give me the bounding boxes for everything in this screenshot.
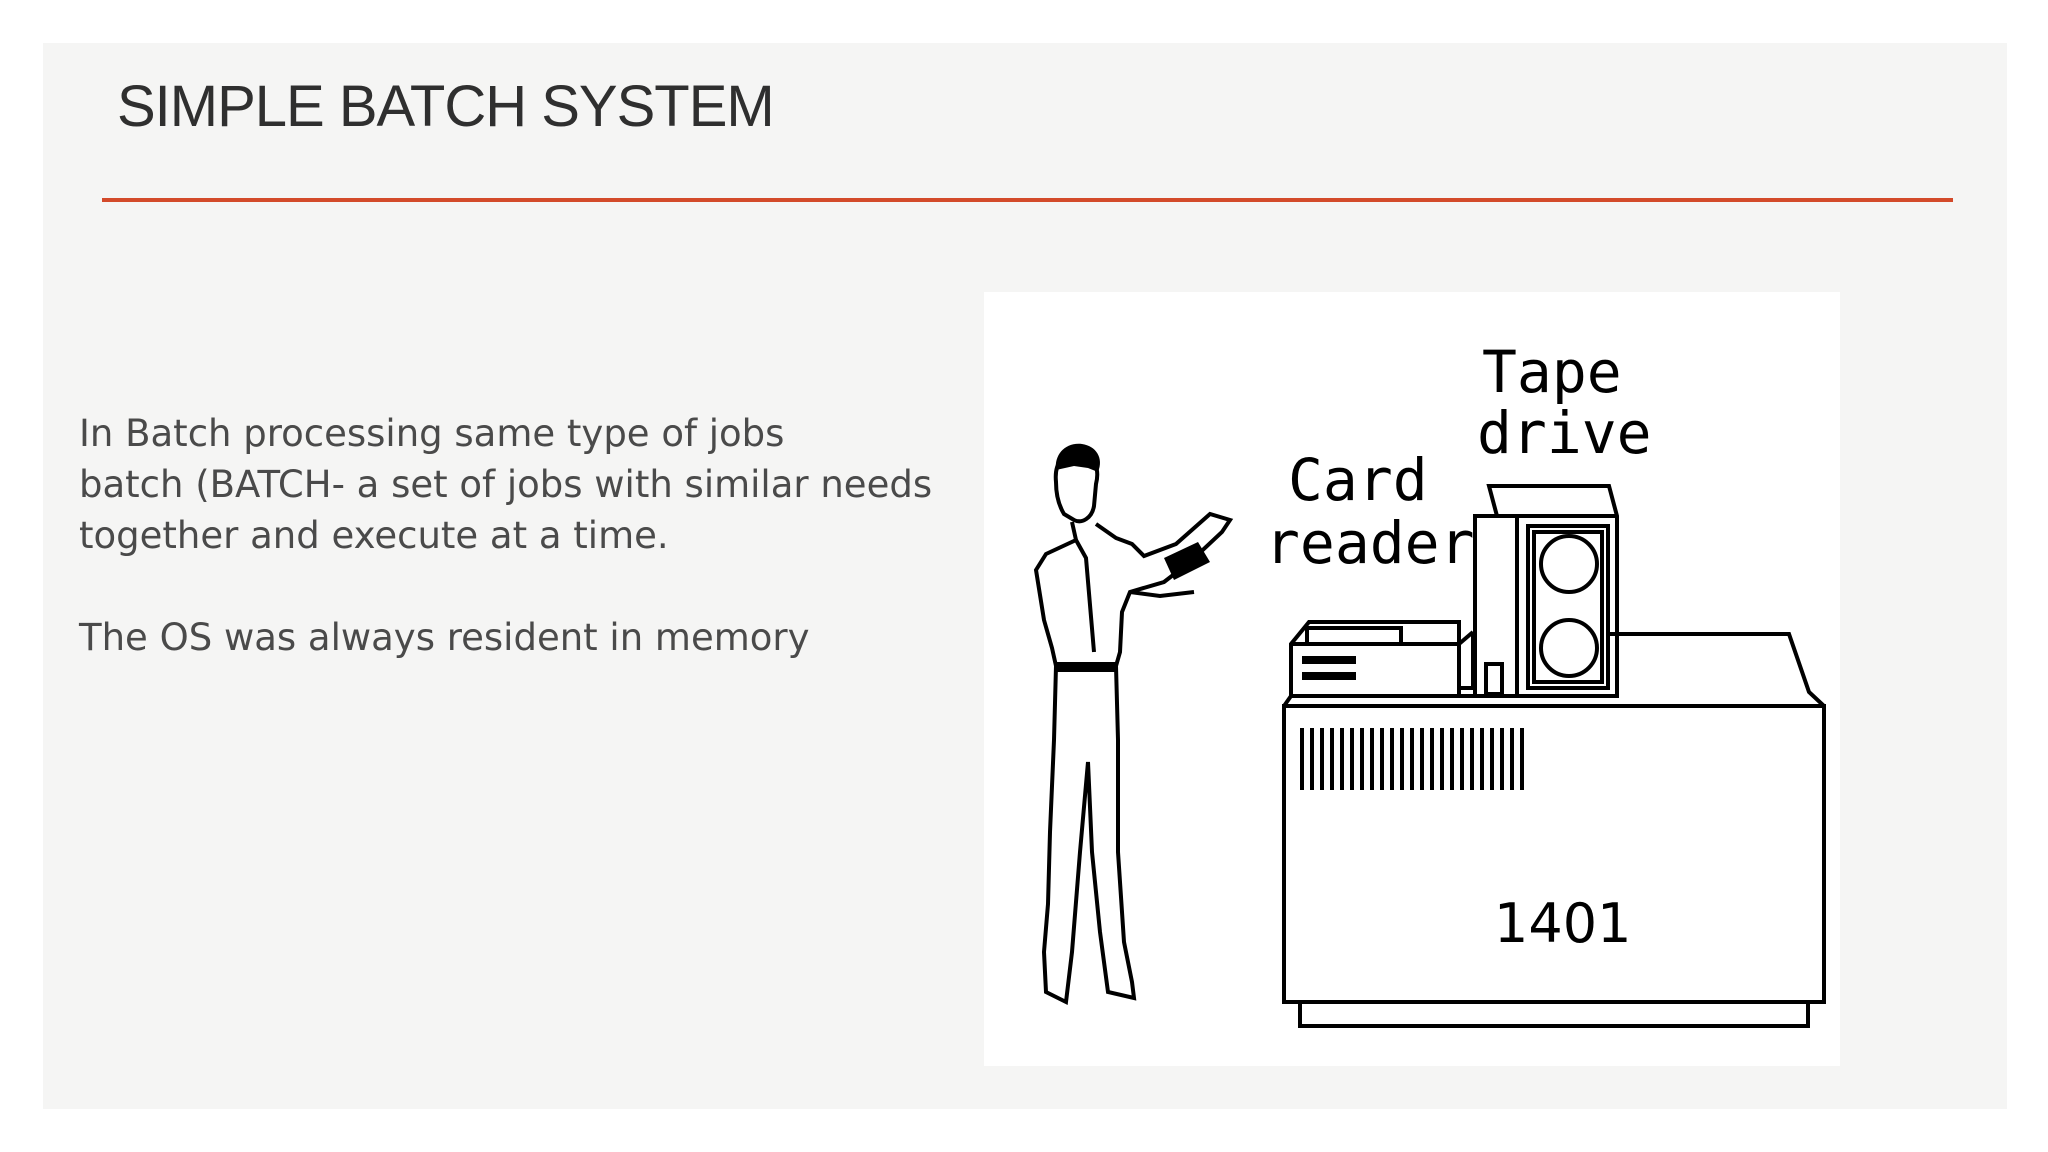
illustration-svg: Tape drive Card reader 1401 [1033, 338, 1826, 1028]
text-line: In Batch processing same type of jobs [79, 412, 785, 455]
slide: SIMPLE BATCH SYSTEM In Batch processing … [43, 43, 2007, 1109]
title-divider [102, 198, 1953, 202]
tape-drive [1473, 484, 1619, 698]
operator-hair [1055, 443, 1101, 472]
operator-belt-fill [1056, 662, 1118, 672]
text-line: batch (BATCH- a set of jobs with similar… [79, 463, 933, 506]
card-hopper [1305, 626, 1403, 646]
text-line: The OS was always resident in memory [79, 616, 810, 659]
operator-arm [1129, 590, 1195, 599]
tape-reel-bottom [1539, 618, 1599, 678]
label-card-line2: reader [1265, 509, 1475, 577]
card-reader-stripe [1302, 672, 1356, 680]
illustration-solid-details [1055, 443, 1524, 790]
slide-body: In Batch processing same type of jobs ba… [79, 408, 999, 663]
cabinet-vents [1300, 728, 1524, 790]
batch-system-illustration: Tape drive Card reader 1401 [984, 292, 1840, 1066]
operator-body [1033, 511, 1234, 1006]
tape-window [1526, 524, 1610, 690]
card-reader-side [1457, 630, 1475, 646]
card-reader-stripe [1302, 656, 1356, 664]
label-card-line1: Card [1288, 446, 1428, 514]
slide-title: SIMPLE BATCH SYSTEM [117, 74, 775, 139]
tape-drive-slot [1484, 662, 1504, 696]
text-line: together and execute at a time. [79, 514, 669, 557]
computer-cabinet [1282, 632, 1826, 1028]
tape-reel-top [1539, 534, 1599, 594]
label-tape-line2: drive [1477, 399, 1652, 467]
tape-window-inner [1532, 530, 1604, 684]
paragraph-batch-definition: In Batch processing same type of jobs ba… [79, 408, 999, 561]
operator-tie [1074, 539, 1096, 653]
cabinet-front [1282, 704, 1826, 1004]
paragraph-os-resident: The OS was always resident in memory [79, 612, 999, 663]
computer-model-number: 1401 [1494, 892, 1631, 955]
cabinet-base [1298, 1000, 1810, 1028]
operator-figure [1033, 451, 1234, 1006]
label-tape-line1: Tape [1482, 338, 1622, 406]
cabinet-top-right [1609, 632, 1826, 708]
card-deck [1164, 542, 1210, 580]
card-reader-body [1289, 620, 1461, 698]
